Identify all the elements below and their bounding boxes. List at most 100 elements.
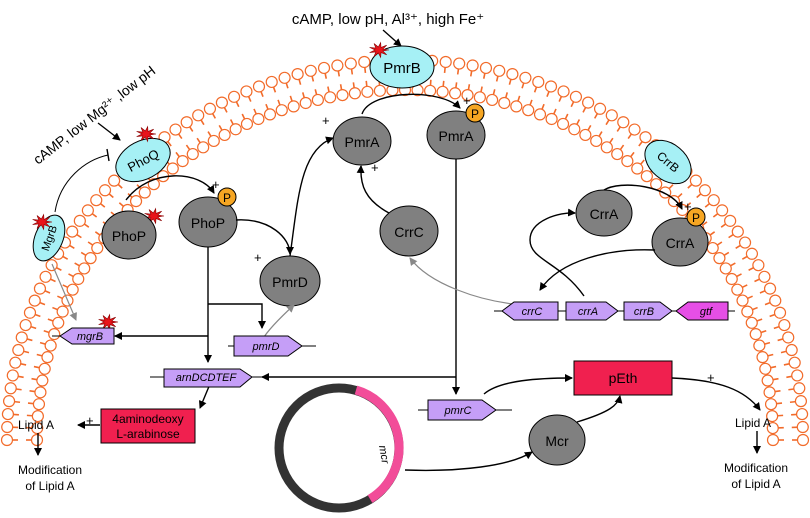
lipid-head xyxy=(782,331,795,344)
lipid-head xyxy=(706,241,719,255)
crrc-gene-to-protein-arrow xyxy=(409,257,514,305)
lipid-head xyxy=(579,128,592,142)
lipid-head xyxy=(758,270,771,283)
gene-gtf xyxy=(675,301,729,321)
lipid-head xyxy=(23,306,37,319)
plus-signs: + + + + + + + + xyxy=(86,93,715,428)
lipid-head xyxy=(12,343,25,357)
lipid-head xyxy=(31,421,44,435)
gene-crrb xyxy=(623,301,673,321)
lipid-head xyxy=(331,59,344,72)
pmrd-gene-label: pmrD xyxy=(252,341,280,353)
lipid-head xyxy=(498,96,511,110)
modification-left-line1: Modification xyxy=(18,463,82,477)
lipid-head xyxy=(785,343,798,357)
lipid-head xyxy=(180,116,193,129)
mcr-plasmid-label: mcr xyxy=(376,444,391,465)
lipid-head xyxy=(689,174,702,187)
lipid-head xyxy=(640,170,653,183)
lipid-head xyxy=(304,64,317,77)
lipid-head xyxy=(32,398,46,411)
lipid-head xyxy=(667,195,681,208)
lipid-head xyxy=(486,93,499,107)
lipid-head xyxy=(291,67,304,81)
lipid-head xyxy=(753,339,766,352)
lipid-head xyxy=(631,162,644,175)
lipid-head xyxy=(240,85,253,98)
activation-star-icon xyxy=(136,125,157,143)
aminoarabinose-box: 4aminodeoxy L-arabinose xyxy=(100,408,196,444)
lipid-head xyxy=(0,433,14,447)
lipid-head xyxy=(545,112,558,126)
lipid-head xyxy=(166,162,179,175)
pmrb-label: PmrB xyxy=(383,60,421,77)
lipid-head xyxy=(600,141,613,154)
lipid-head xyxy=(506,67,519,81)
pmrc-gene-label: pmrC xyxy=(444,405,472,417)
lipid-head xyxy=(52,316,65,329)
lipid-head xyxy=(731,225,744,238)
lipid-head xyxy=(215,96,228,109)
lipid-head xyxy=(738,236,752,249)
lipid-head xyxy=(56,305,69,318)
lipid-head xyxy=(544,80,558,93)
crra-p-label: CrrA xyxy=(666,235,695,251)
activation-stars xyxy=(32,41,390,331)
lipid-head xyxy=(9,356,22,369)
lipid-head xyxy=(745,316,758,329)
pmra-protein: PmrA xyxy=(332,116,392,166)
mgrb-sensor: MgrB xyxy=(32,214,66,262)
lipid-head xyxy=(197,141,210,154)
activation-star-icon xyxy=(32,213,53,231)
lipid-head xyxy=(90,194,103,207)
crrc-label: CrrC xyxy=(394,224,424,240)
lipid-head xyxy=(108,174,121,187)
lipid-head xyxy=(713,252,726,265)
lipid-head xyxy=(749,328,762,341)
pmra-phosphorylated: PmrA xyxy=(426,110,486,160)
crra-gene-label: crrA xyxy=(578,306,598,318)
lipid-head xyxy=(207,134,220,148)
lipid-head xyxy=(6,369,19,382)
svg-text:+: + xyxy=(463,93,471,108)
lipid-head xyxy=(628,123,641,136)
lipid-head xyxy=(252,112,265,126)
lipid-head xyxy=(605,109,618,122)
svg-text:+: + xyxy=(212,177,220,192)
lipid-head xyxy=(725,272,738,286)
lipid-head xyxy=(593,102,607,115)
phop-label: PhoP xyxy=(112,228,146,244)
lipid-head xyxy=(227,90,241,103)
lipid-head xyxy=(78,262,91,275)
pmrd-gene-to-protein-arrow xyxy=(261,304,295,341)
lipid-head xyxy=(66,283,79,296)
lipid-head xyxy=(590,134,603,148)
lipid-head xyxy=(28,294,41,307)
lipid-head xyxy=(719,262,732,275)
lipid-head xyxy=(348,87,361,100)
lipid-head xyxy=(793,382,806,395)
lipid-head xyxy=(98,184,112,197)
lipid-head xyxy=(763,386,776,399)
lipid-head xyxy=(192,109,205,122)
mcr-plasmid xyxy=(274,383,404,513)
lipid-head xyxy=(568,123,581,136)
lipid-head xyxy=(33,282,47,295)
lipid-head xyxy=(707,194,720,207)
svg-text:P: P xyxy=(471,107,479,121)
lipid-head xyxy=(778,318,791,332)
lipid-head xyxy=(745,247,759,260)
pmra-label: PmrA xyxy=(345,134,381,150)
lipid-head xyxy=(533,108,547,121)
lipid-head xyxy=(84,252,97,265)
lipid-head xyxy=(795,407,809,421)
phoq-sensor: PhoQ xyxy=(115,137,171,183)
mgrb-gene-to-protein-arrow xyxy=(51,263,77,321)
mcr-protein: Mcr xyxy=(528,414,586,466)
pathway-arrows xyxy=(34,93,761,472)
lipid-head xyxy=(72,272,85,286)
pmrb-signal-arrow xyxy=(382,29,402,47)
crra-label: CrrA xyxy=(590,206,619,222)
crrb-sensor: CrrB xyxy=(644,139,692,185)
